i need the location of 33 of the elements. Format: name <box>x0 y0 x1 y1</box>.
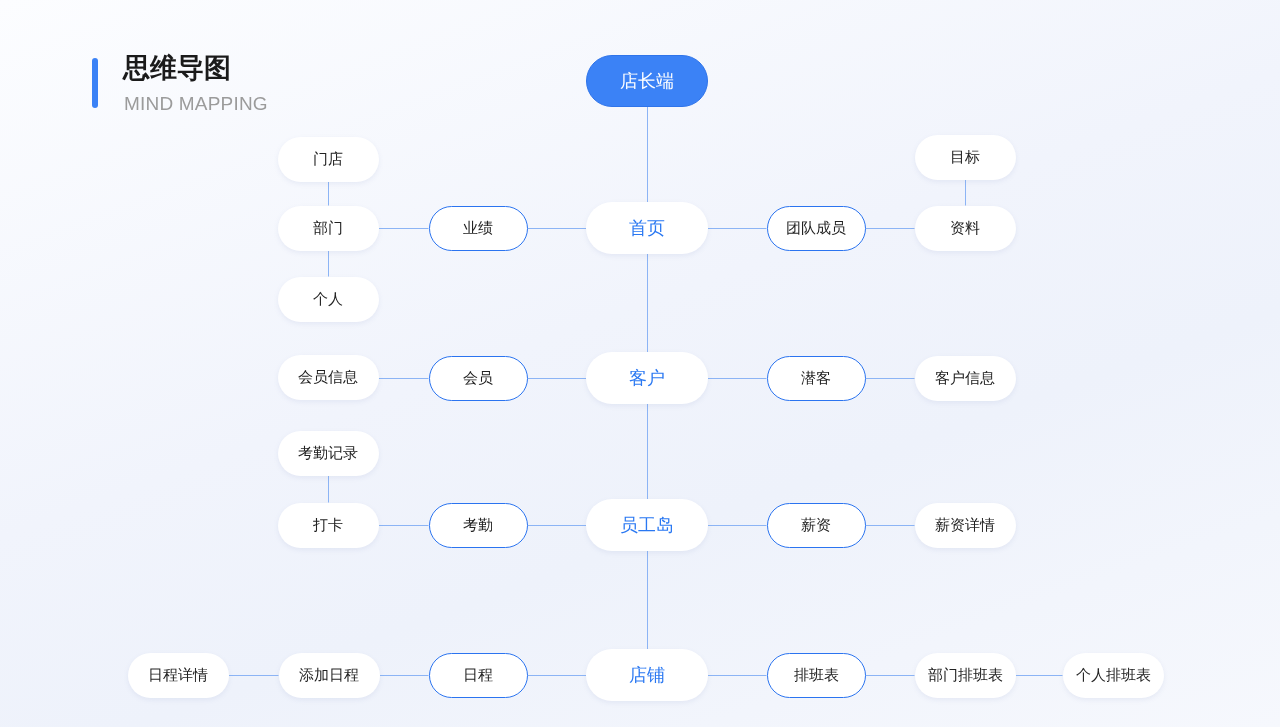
connector-line <box>865 525 915 526</box>
connector-line <box>527 675 587 676</box>
connector-line <box>647 106 648 203</box>
root-node: 店长端 <box>586 55 708 107</box>
connector-line <box>965 179 966 206</box>
connector-line <box>378 378 429 379</box>
connector-line <box>328 475 329 503</box>
topic-node: 店铺 <box>586 649 708 701</box>
connector-line <box>328 181 329 206</box>
connector-line <box>527 228 587 229</box>
connector-line <box>707 228 767 229</box>
subtitle: MIND MAPPING <box>124 92 268 116</box>
connector-line <box>707 378 767 379</box>
topic-node: 客户 <box>586 352 708 404</box>
connector-line <box>379 675 429 676</box>
connector-line <box>707 525 767 526</box>
connector-line <box>647 550 648 650</box>
connector-line <box>647 253 648 353</box>
connector-line <box>378 525 429 526</box>
connector-line <box>865 675 915 676</box>
connector-line <box>228 675 279 676</box>
topic-node: 员工岛 <box>586 499 708 551</box>
connector-line <box>328 250 329 277</box>
connector-line <box>865 378 915 379</box>
connector-line <box>1015 675 1063 676</box>
connector-line <box>527 378 587 379</box>
connector-line <box>647 403 648 500</box>
diagram-title: 思维导图 <box>123 51 231 85</box>
connector-line <box>527 525 587 526</box>
topic-node: 首页 <box>586 202 708 254</box>
connector-line <box>707 675 767 676</box>
connector-line <box>378 228 429 229</box>
connector-line <box>865 228 915 229</box>
